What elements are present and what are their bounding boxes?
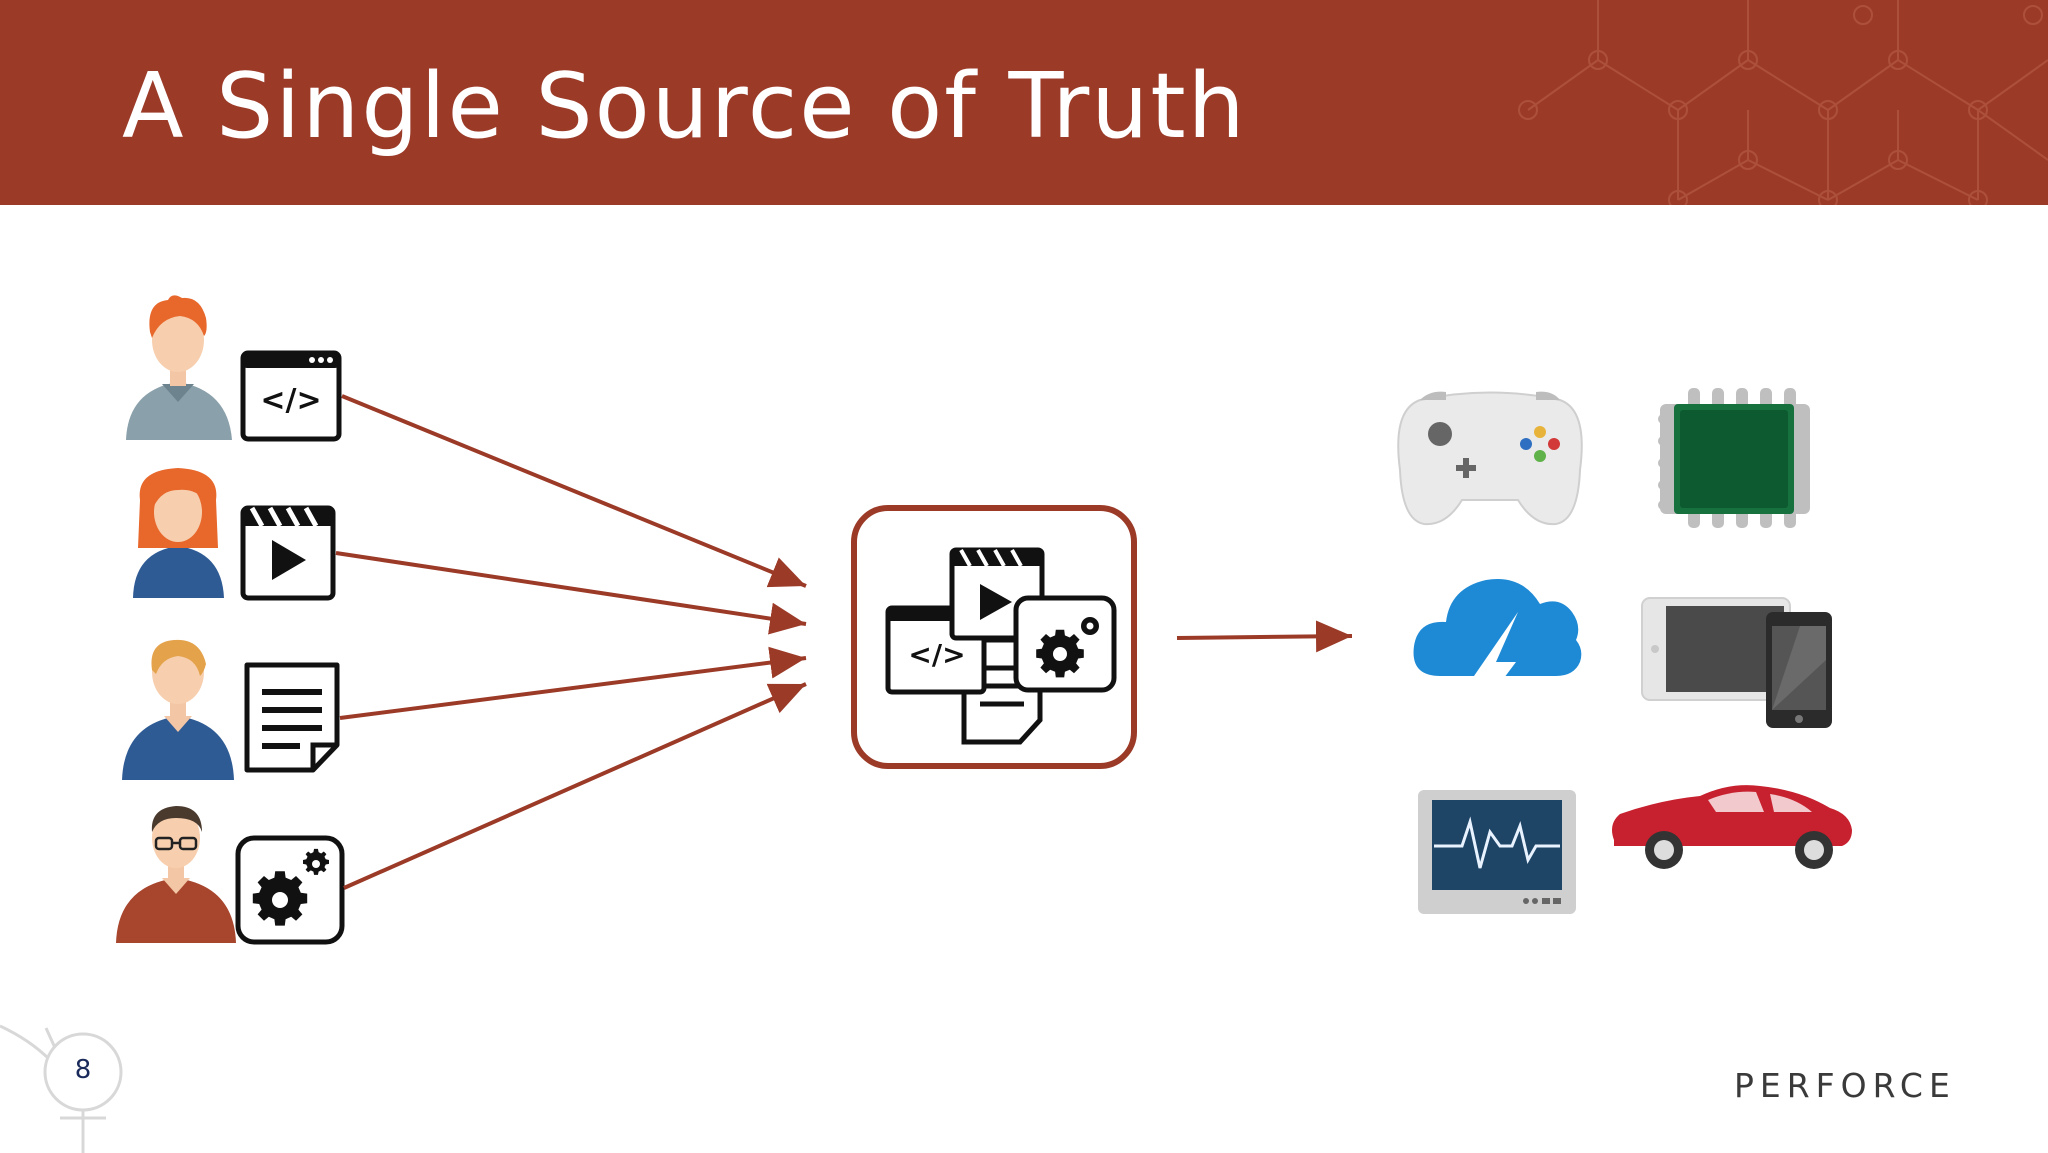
arrow-code-to-hub <box>341 394 807 588</box>
arrow-gears-to-hub <box>343 682 807 890</box>
video-clapper-icon <box>240 505 336 601</box>
svg-text:</>: </> <box>908 638 965 671</box>
game-controller-icon <box>1397 391 1583 526</box>
developer-avatar <box>126 295 232 440</box>
writer-avatar <box>122 639 234 780</box>
molecule-pattern <box>1518 0 2048 205</box>
contributor-arrows <box>335 394 807 890</box>
title-banner: A Single Source of Truth <box>0 0 2048 205</box>
document-icon <box>244 662 340 773</box>
cloud-lightning-icon <box>1413 579 1582 726</box>
gears-icon <box>235 835 345 945</box>
perforce-logo: PERFORCE <box>1734 1066 1956 1105</box>
page-number-badge <box>0 1024 123 1153</box>
code-window-icon: </> <box>240 350 342 442</box>
slide-title: A Single Source of Truth <box>122 54 1247 159</box>
arrow-hub-to-targets <box>1176 620 1353 653</box>
arrow-document-to-hub <box>339 646 807 720</box>
heart-monitor-icon <box>1418 790 1576 914</box>
car-icon <box>1612 785 1852 869</box>
artist-avatar <box>133 468 224 598</box>
page-number: 8 <box>74 1055 92 1085</box>
tablet-phone-icon <box>1641 597 1832 728</box>
svg-text:</>: </> <box>260 383 321 418</box>
combined-assets-icon: </> <box>851 505 1137 769</box>
engineer-avatar <box>116 806 236 943</box>
microchip-icon <box>1658 388 1810 528</box>
arrow-video-to-hub <box>335 551 807 635</box>
